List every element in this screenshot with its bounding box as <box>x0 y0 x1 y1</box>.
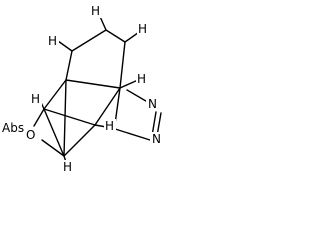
label-background <box>137 22 149 36</box>
bond <box>119 41 126 89</box>
bond <box>63 124 96 157</box>
bond <box>105 29 126 43</box>
bond <box>43 108 96 126</box>
hydrogen-label: H <box>31 92 40 106</box>
label-background <box>104 119 116 133</box>
label-background <box>150 132 164 146</box>
bond <box>65 79 121 89</box>
nitrogen-label: N <box>148 97 157 111</box>
hydrogen-label: H <box>105 119 114 133</box>
oxygen-label: O <box>26 128 35 142</box>
bond <box>41 139 65 157</box>
label-background <box>25 128 39 142</box>
atom-labels: H H H H H H H N N Abs O <box>1 4 164 174</box>
bond <box>57 40 73 52</box>
hydrogen-label: H <box>138 22 147 36</box>
bond <box>71 29 107 52</box>
bond <box>119 79 139 89</box>
abs-stereo-label: Abs <box>2 121 24 135</box>
hydrogen-label: H <box>137 72 146 86</box>
label-background <box>1 121 27 135</box>
label-background <box>30 92 42 106</box>
bond <box>65 50 73 81</box>
hydrogen-label: H <box>91 4 100 18</box>
bond <box>63 79 67 157</box>
bond <box>111 127 151 141</box>
label-background <box>90 4 102 18</box>
label-background <box>62 160 74 174</box>
hydrogen-label: H <box>63 160 72 174</box>
molecule-diagram: H H H H H H H N N Abs O <box>1 4 164 174</box>
label-background <box>146 97 160 111</box>
label-background <box>136 72 148 86</box>
bond <box>43 79 67 110</box>
bond <box>114 87 121 125</box>
hydrogen-label: H <box>48 34 57 48</box>
bond <box>33 108 45 127</box>
label-background <box>47 34 59 48</box>
bond <box>43 108 65 157</box>
bond <box>94 87 121 126</box>
nitrogen-label: N <box>152 132 161 146</box>
